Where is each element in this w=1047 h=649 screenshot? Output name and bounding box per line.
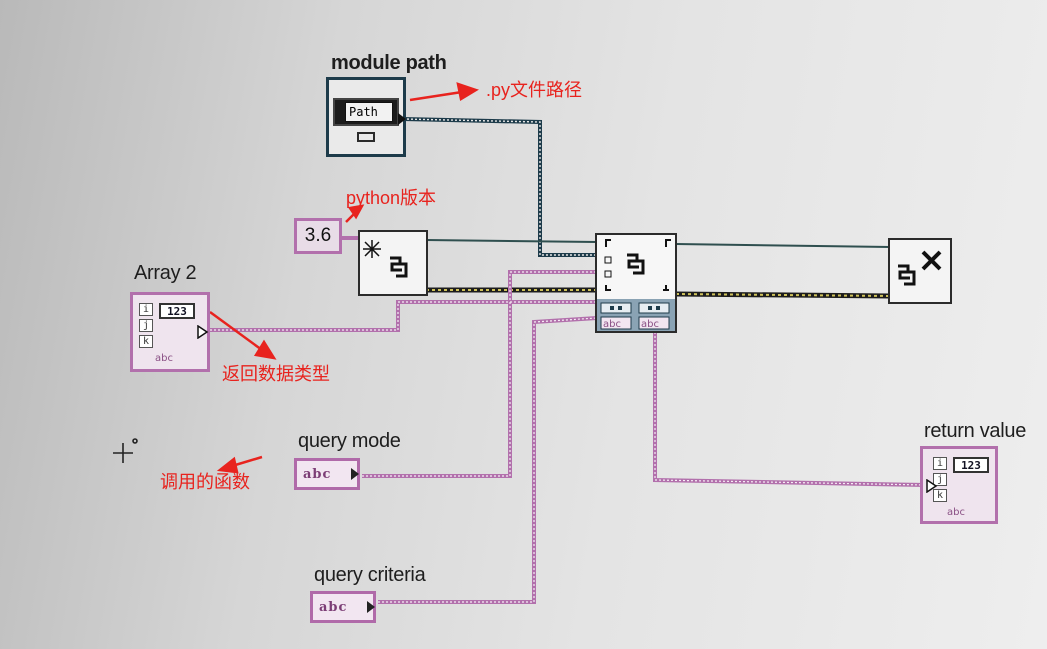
index-j[interactable]: j [139, 319, 153, 332]
query-criteria-abc: abc [319, 599, 348, 615]
array2-abc: abc [155, 353, 173, 364]
python-version-annotation: python版本 [346, 188, 437, 208]
array2-element[interactable]: 123 [159, 303, 195, 319]
string-wires [210, 236, 927, 604]
array2-label: Array 2 [134, 262, 197, 284]
browse-button[interactable] [357, 132, 375, 142]
array2-control[interactable]: i j k 123 abc [130, 292, 210, 372]
index-i[interactable]: i [139, 303, 153, 316]
open-python-session-node[interactable] [358, 230, 428, 296]
return-value-label: return value [924, 420, 1027, 442]
python-close-session-icon [898, 250, 942, 286]
called-function-annotation: 调用的函数 [160, 472, 250, 492]
python-version-constant[interactable]: 3.6 [294, 218, 342, 254]
module-path-control[interactable]: Path [326, 77, 406, 157]
python-open-session-icon [363, 240, 408, 278]
node-abc-terminal-2: abc [641, 319, 659, 330]
query-mode-output-terminal [351, 468, 359, 480]
return-index-j[interactable]: j [933, 473, 947, 486]
index-k[interactable]: k [139, 335, 153, 348]
return-index-i[interactable]: i [933, 457, 947, 470]
query-criteria-control[interactable]: abc [310, 591, 376, 623]
query-mode-control[interactable]: abc [294, 458, 360, 490]
return-index-k[interactable]: k [933, 489, 947, 502]
return-value-indicator[interactable]: i j k 123 abc [920, 446, 998, 524]
python-node-call-icon [597, 239, 675, 331]
py-path-annotation: .py文件路径 [486, 80, 583, 100]
path-output-terminal [398, 113, 406, 125]
close-python-session-node[interactable] [888, 238, 952, 304]
path-wire [402, 117, 597, 257]
annotation-arrows [209, 82, 479, 474]
array2-output-terminal [197, 325, 209, 339]
return-value-abc: abc [947, 507, 965, 518]
path-field[interactable]: Path [333, 98, 399, 126]
query-criteria-output-terminal [367, 601, 375, 613]
module-path-label: module path [331, 52, 447, 74]
node-abc-terminal-1: abc [603, 319, 621, 330]
query-mode-label: query mode [298, 430, 401, 452]
path-text: Path [345, 102, 393, 122]
session-wire [425, 239, 891, 248]
query-mode-abc: abc [303, 466, 332, 482]
return-value-element[interactable]: 123 [953, 457, 989, 473]
python-node[interactable]: abc abc [595, 233, 677, 333]
query-criteria-label: query criteria [314, 564, 426, 586]
cursor-icon [113, 438, 138, 463]
return-value-input-terminal [926, 479, 938, 493]
return-type-annotation: 返回数据类型 [222, 364, 330, 384]
